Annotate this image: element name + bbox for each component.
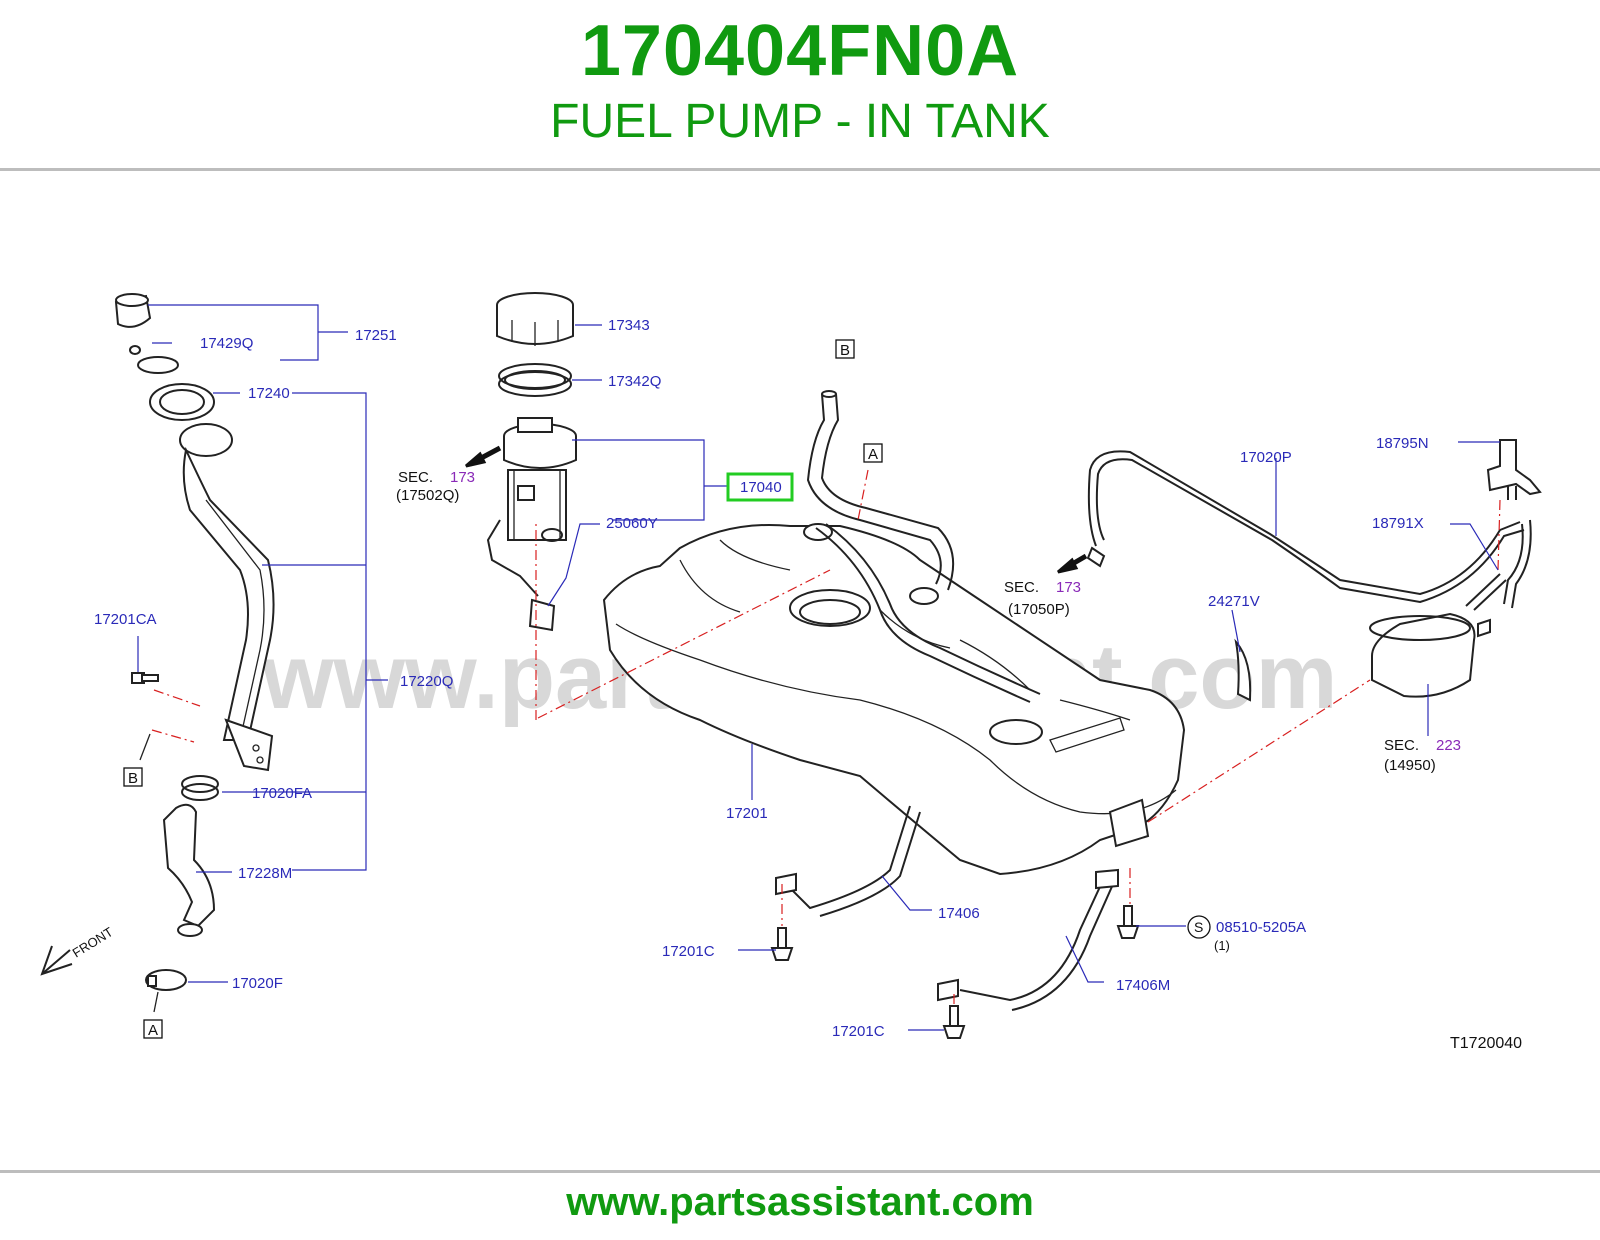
callout-18791X[interactable]: 18791X xyxy=(1372,515,1424,532)
callout-17251[interactable]: 17251 xyxy=(355,327,397,344)
bolt-17201CA-drawing xyxy=(131,672,159,684)
fuel-tank-17201-drawing xyxy=(602,523,1186,876)
part-description-subtitle: FUEL PUMP - IN TANK xyxy=(550,95,1050,148)
band-17406-drawing xyxy=(775,805,921,917)
page-header: 170404FN0A FUEL PUMP - IN TANK xyxy=(0,0,1600,170)
svg-text:B: B xyxy=(128,770,138,787)
callout-17406M[interactable]: 17406M xyxy=(1116,977,1170,994)
section-ref-2-part: (17050P) xyxy=(1008,601,1070,618)
callout-17020FA[interactable]: 17020FA xyxy=(252,785,312,802)
highlight-box-17040 xyxy=(726,472,794,502)
front-arrow: FRONT xyxy=(40,924,116,976)
callout-25060Y[interactable]: 25060Y xyxy=(606,515,658,532)
standard-part-symbol xyxy=(1187,915,1211,939)
callout-17343[interactable]: 17343 xyxy=(608,317,650,334)
callout-17201C-upper[interactable]: 17201C xyxy=(662,943,715,960)
callout-17020P[interactable]: 17020P xyxy=(1240,449,1292,466)
callout-17201[interactable]: 17201 xyxy=(726,805,768,822)
filler-tube-drawing xyxy=(179,423,275,772)
callout-08510-5205A[interactable]: 08510-5205A xyxy=(1216,919,1306,936)
callout-17342Q[interactable]: 17342Q xyxy=(608,373,661,390)
section-ref-3-number[interactable]: 223 xyxy=(1436,737,1461,754)
canister-14950-drawing xyxy=(1369,612,1491,698)
connector-box-B-top: B xyxy=(835,339,855,359)
svg-text:A: A xyxy=(148,1022,158,1039)
section-ref-1-label: SEC. xyxy=(398,469,433,486)
front-label: FRONT xyxy=(70,924,116,960)
bolts-17201C-drawing xyxy=(770,905,1140,1039)
protector-24271V-drawing xyxy=(1234,638,1252,702)
callout-17240[interactable]: 17240 xyxy=(248,385,290,402)
hose-17228M-drawing xyxy=(162,803,216,937)
hose-18791X-drawing xyxy=(1465,519,1532,611)
section-ref-2-label: SEC. xyxy=(1004,579,1039,596)
lock-ring-17343-drawing xyxy=(496,292,574,346)
svg-text:A: A xyxy=(868,446,878,463)
sec173-arrow-left xyxy=(465,445,502,468)
connector-box-A-bottom: A xyxy=(143,1019,163,1039)
fuel-gauge-sender-25060Y-drawing xyxy=(486,519,556,632)
vent-tube-17020P-drawing xyxy=(1086,450,1525,604)
part-number-title: 170404FN0A xyxy=(580,11,1020,91)
bracket-18795N-drawing xyxy=(1486,439,1542,500)
seal-17342Q-drawing xyxy=(498,363,572,397)
callout-17429Q[interactable]: 17429Q xyxy=(200,335,253,352)
footer-divider xyxy=(0,1170,1600,1173)
callout-17040[interactable]: 17040 xyxy=(740,479,782,496)
sec173-arrow-right xyxy=(1057,553,1088,574)
callout-08510-quantity: (1) xyxy=(1214,938,1230,953)
callout-17020F[interactable]: 17020F xyxy=(232,975,283,992)
callout-17201C-lower[interactable]: 17201C xyxy=(832,1023,885,1040)
svg-text:B: B xyxy=(840,342,850,359)
clamp-17020F-drawing xyxy=(145,969,187,991)
section-ref-2-number[interactable]: 173 xyxy=(1056,579,1081,596)
footer-website-link[interactable]: www.partsassistant.com xyxy=(566,1180,1034,1224)
section-ref-1-part: (17502Q) xyxy=(396,487,459,504)
header-divider xyxy=(0,168,1600,171)
section-ref-1-number[interactable]: 173 xyxy=(450,469,475,486)
filler-cap-drawing xyxy=(114,293,215,421)
filler-hose-top-drawing xyxy=(806,390,955,591)
section-ref-3-part: (14950) xyxy=(1384,757,1436,774)
standard-part-symbol-letter: S xyxy=(1194,919,1203,935)
callout-24271V[interactable]: 24271V xyxy=(1208,593,1260,610)
fuel-pump-17040-drawing xyxy=(503,417,577,542)
callout-17201CA[interactable]: 17201CA xyxy=(94,611,157,628)
section-ref-3-label: SEC. xyxy=(1384,737,1419,754)
callout-17406[interactable]: 17406 xyxy=(938,905,980,922)
callout-17228M[interactable]: 17228M xyxy=(238,865,292,882)
connector-box-A-top: A xyxy=(863,443,883,463)
band-17406M-drawing xyxy=(937,868,1119,1011)
clamp-17020FA-drawing xyxy=(181,775,219,801)
callout-18795N[interactable]: 18795N xyxy=(1376,435,1429,452)
callout-17220Q[interactable]: 17220Q xyxy=(400,673,453,690)
figure-code: T1720040 xyxy=(1450,1035,1522,1052)
connector-box-B-left: B xyxy=(123,767,143,787)
